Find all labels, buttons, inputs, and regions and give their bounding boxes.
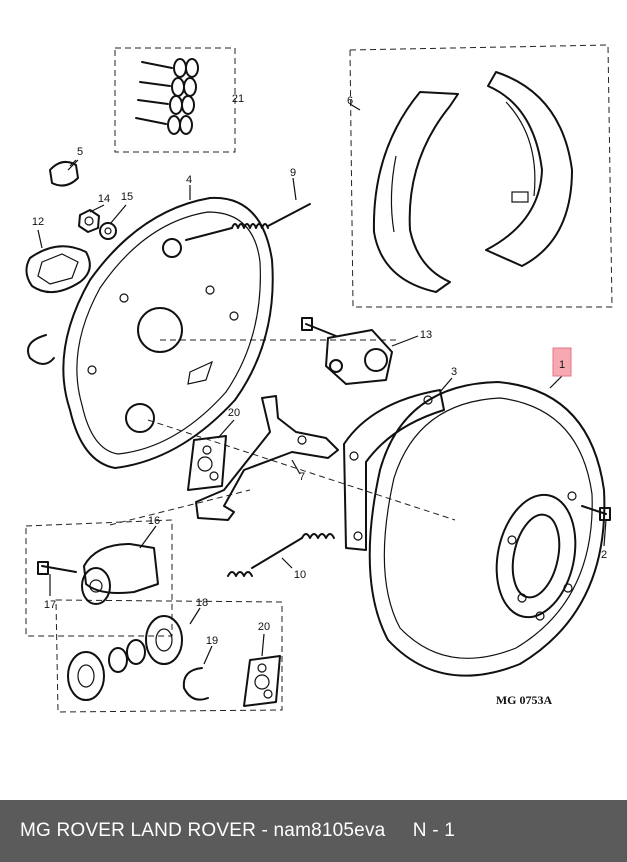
callout-17: 17 [44, 599, 56, 611]
group-box-6 [349, 44, 613, 308]
callout-1: 1 [559, 359, 565, 371]
highlight-badge [552, 347, 572, 377]
gasket-plate-part-20-kit [243, 655, 281, 707]
gasket-part-12 [25, 245, 91, 293]
seal-kit-part-18 [67, 615, 183, 701]
callout-21: 21 [232, 93, 244, 105]
group-box-21 [114, 47, 236, 153]
bleed-screw-part-17 [37, 561, 77, 575]
washer-part-15 [99, 222, 117, 240]
callout-10: 10 [294, 569, 306, 581]
exploded-brake-assembly: 1 2 3 4 5 6 7 9 10 12 13 14 15 16 17 18 … [25, 44, 613, 713]
nut-part-14 [78, 209, 100, 233]
footer-bar: MG ROVER LAND ROVER - nam8105eva N - 1 [0, 800, 627, 862]
gasket-plate-part-20 [187, 435, 227, 491]
wheel-stud-part-2 [581, 505, 611, 521]
callout-12: 12 [32, 216, 44, 228]
brake-drum-part-1 [368, 381, 606, 677]
bleed-screw-kit-part-21 [135, 58, 199, 135]
diagram-reference-code: MG 0753A [496, 693, 553, 707]
spring-part-10 [227, 533, 335, 577]
dust-cap-part-5 [49, 159, 79, 187]
parts-diagram: 1 2 3 4 5 6 7 9 10 12 13 14 15 16 17 18 … [25, 44, 613, 713]
callout-19: 19 [206, 635, 218, 647]
backplate-part-4 [62, 196, 274, 469]
callout-14: 14 [98, 193, 110, 205]
wheel-cylinder-part-16 [81, 543, 159, 605]
callout-20: 20 [228, 407, 240, 419]
circlip-part-19 [182, 667, 209, 701]
callout-3: 3 [451, 366, 457, 378]
spring-part-9 [185, 203, 311, 241]
footer-caption: MG ROVER LAND ROVER - nam8105eva N - 1 [20, 820, 455, 841]
callout-5: 5 [77, 146, 83, 158]
group-box-16 [25, 519, 173, 637]
callout-7: 7 [299, 471, 305, 483]
brake-shoes-part-6 [372, 71, 573, 293]
leader-lines [37, 103, 607, 665]
callout-20: 20 [258, 621, 270, 633]
callout-4: 4 [186, 174, 192, 186]
axis-line [109, 489, 251, 526]
axis-line [147, 419, 456, 521]
callout-6: 6 [347, 95, 353, 107]
callout-2: 2 [601, 549, 607, 561]
lever-part-7 [195, 395, 339, 521]
callout-16: 16 [148, 515, 160, 527]
callout-18: 18 [196, 597, 208, 609]
callout-9: 9 [290, 167, 296, 179]
callout-15: 15 [121, 191, 133, 203]
group-box-18 [55, 599, 283, 713]
adjuster-part-13 [301, 317, 393, 385]
circlip [27, 334, 55, 365]
callout-13: 13 [420, 329, 432, 341]
gasket-part-3 [343, 389, 445, 551]
